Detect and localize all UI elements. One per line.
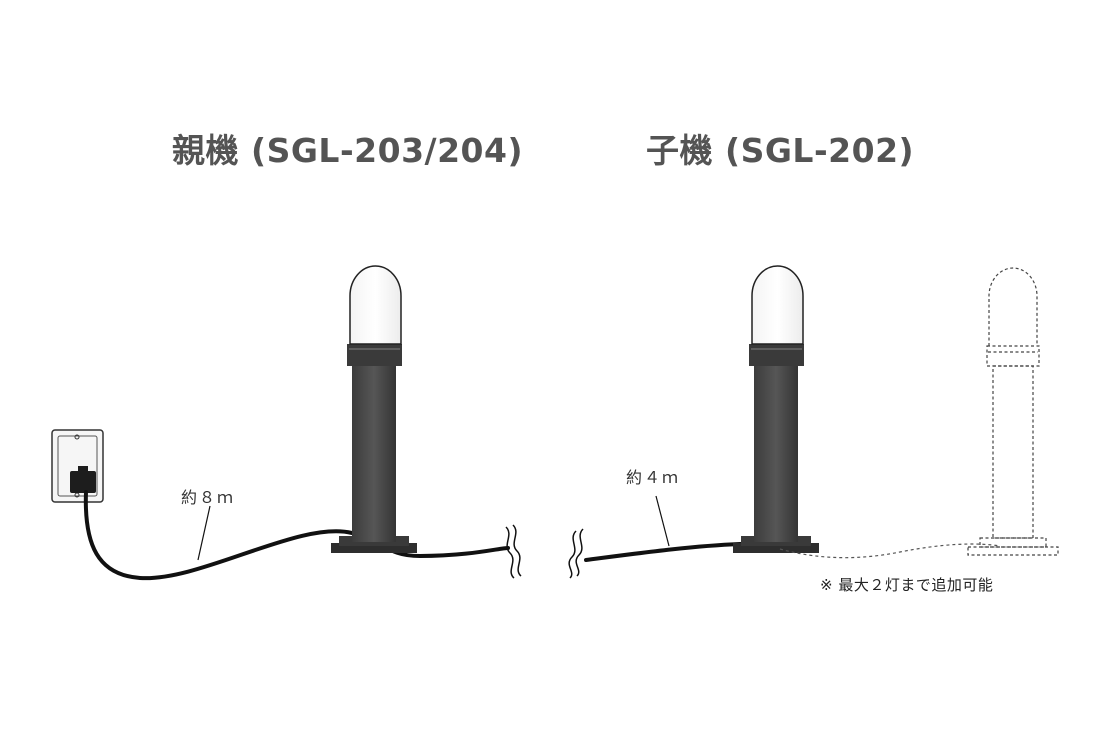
wall-outlet-icon — [51, 429, 104, 503]
child-cable-length-label: 約４ｍ — [626, 468, 681, 487]
cable-break-mark-right — [568, 528, 584, 579]
optional-light-pole-outline-icon — [967, 267, 1059, 556]
child-light-pole-icon — [733, 265, 819, 553]
parent-cable-length-label: 約８ｍ — [181, 488, 236, 507]
parent-cable — [83, 490, 510, 581]
parent-unit-heading: 親機 (SGL-203/204) — [172, 131, 524, 170]
additional-units-note: ※ 最大２灯まで追加可能 — [820, 576, 994, 594]
parent-cable-leader — [197, 505, 211, 561]
child-cable-leader — [655, 495, 670, 547]
optional-cable-dashed — [779, 543, 1001, 559]
cable-break-mark-left — [505, 524, 522, 579]
child-unit-heading: 子機 (SGL-202) — [646, 131, 915, 170]
parent-light-pole-icon — [331, 265, 417, 553]
